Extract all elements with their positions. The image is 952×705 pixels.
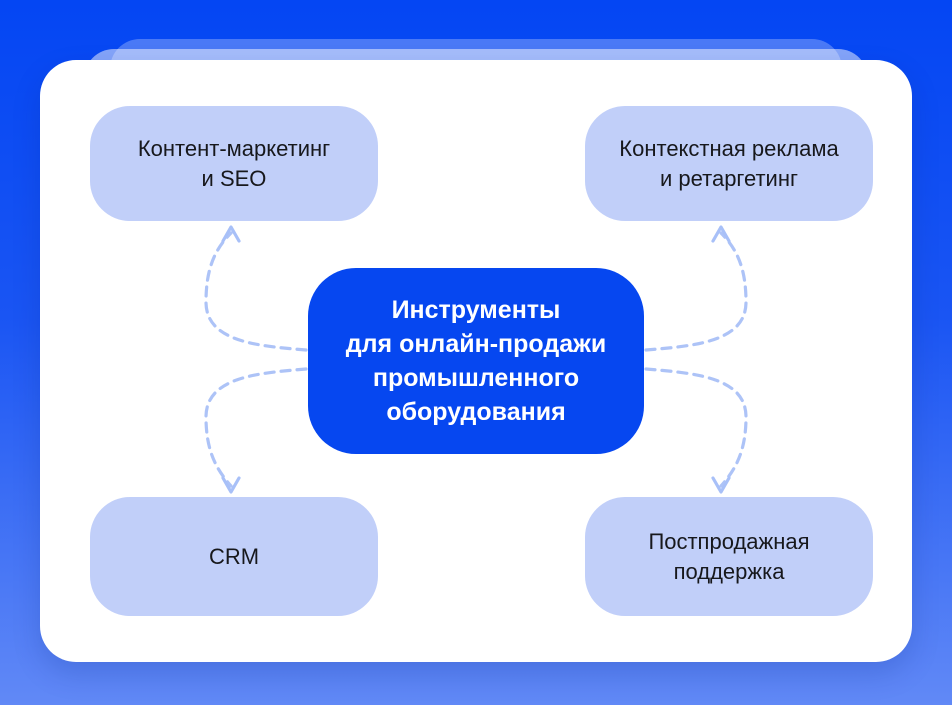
center-node: Инструменты для онлайн-продажи промышлен…: [308, 268, 644, 454]
node-crm: CRM: [90, 497, 378, 616]
node-context-ads-retargeting: Контекстная реклама и ретаргетинг: [585, 106, 873, 221]
node-after-sales-support: Постпродажная поддержка: [585, 497, 873, 616]
node-content-marketing-seo: Контент-маркетинг и SEO: [90, 106, 378, 221]
